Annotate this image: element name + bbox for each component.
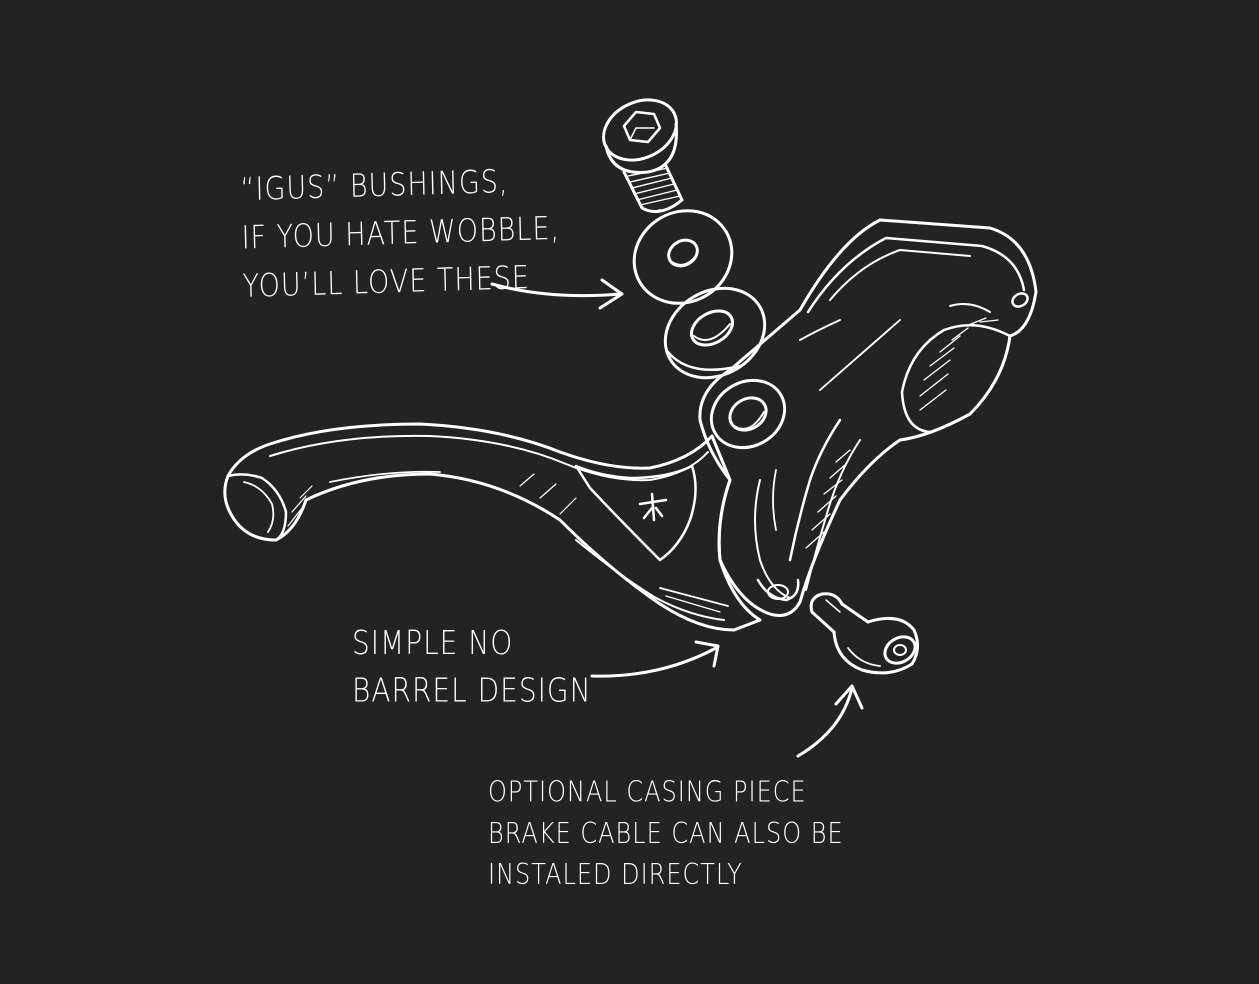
arrow-to-barrel — [590, 640, 720, 678]
annotation-line: INSTALED DIRECTLY — [488, 858, 743, 892]
annotation-line: BARREL DESIGN — [352, 670, 592, 710]
cable-end-piece — [809, 592, 919, 675]
annotation-line: BRAKE CABLE CAN ALSO BE — [488, 816, 844, 850]
clamp-body — [698, 218, 1038, 617]
hex-bolt — [602, 98, 684, 214]
annotation-optional-casing-piece: OPTIONAL CASING PIECE BRAKE CABLE CAN AL… — [488, 772, 844, 896]
annotation-no-barrel-design: SIMPLE NO BARREL DESIGN — [352, 620, 592, 714]
brand-logo-mark — [638, 492, 668, 522]
bushing-washer-bottom — [663, 286, 767, 380]
annotation-line: YOU’LL LOVE THESE — [242, 259, 531, 306]
bushing-washer-top — [632, 209, 734, 305]
arrow-to-casing-piece — [796, 684, 864, 758]
annotation-igus-bushings: “IGUS” BUSHINGS, IF YOU HATE WOBBLE, YOU… — [240, 156, 562, 311]
arrow-to-bushings — [490, 278, 624, 310]
annotation-line: OPTIONAL CASING PIECE — [488, 775, 807, 809]
lever-blade — [223, 422, 762, 632]
annotation-line: SIMPLE NO — [352, 623, 514, 663]
